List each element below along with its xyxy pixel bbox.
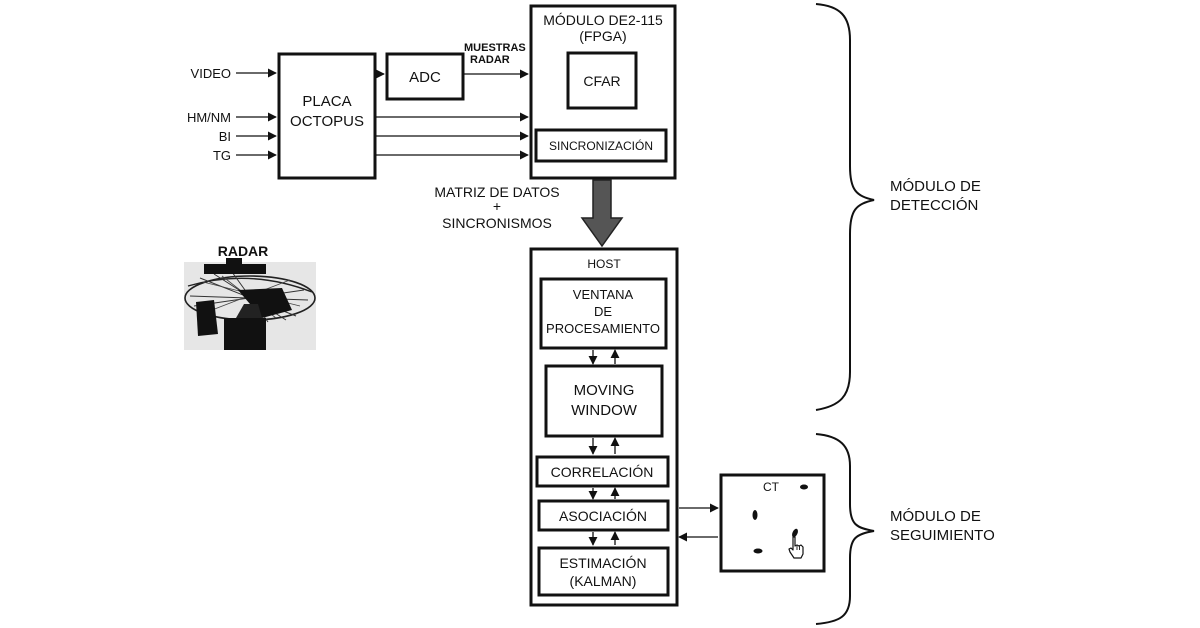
input-label-video: VIDEO	[191, 66, 231, 81]
seguimiento-brace	[815, 433, 875, 625]
asociacion-label: ASOCIACIÓN	[559, 508, 647, 524]
octopus-board-box	[277, 52, 377, 180]
ct-label: CT	[763, 480, 780, 494]
fpga-title-line2: (FPGA)	[579, 28, 626, 44]
sincronizacion-label: SINCRONIZACIÓN	[549, 138, 653, 153]
deteccion-brace	[815, 3, 875, 411]
track-blip-1	[800, 484, 808, 490]
octopus-label-line2: OCTOPUS	[290, 113, 364, 130]
input-label-bi: BI	[219, 129, 231, 144]
moving-label-line1: MOVING	[574, 382, 635, 399]
octopus-label-line1: PLACA	[302, 93, 351, 110]
moving-window-box	[544, 364, 664, 438]
transfer-label-line2: +	[493, 198, 501, 214]
ventana-procesamiento-box	[539, 277, 668, 350]
moving-label-line2: WINDOW	[571, 402, 638, 419]
fpga-title-line1: MÓDULO DE2-115	[543, 12, 663, 28]
cfar-label: CFAR	[583, 73, 620, 89]
track-blip-4	[792, 528, 798, 538]
input-label-hmnm: HM/NM	[187, 110, 231, 125]
adc-label: ADC	[409, 69, 441, 86]
estimacion-label-line2: (KALMAN)	[570, 573, 637, 589]
ventana-label-line1: VENTANA	[573, 287, 634, 302]
adc-box	[385, 52, 465, 101]
muestras-label-line1: MUESTRAS	[464, 42, 526, 54]
transfer-label-line1: MATRIZ DE DATOS	[434, 184, 559, 200]
radar-antenna-icon	[184, 258, 316, 350]
deteccion-label-line1: MÓDULO DE	[890, 178, 981, 195]
input-label-tg: TG	[213, 148, 231, 163]
sincronizacion-box	[534, 128, 668, 163]
cfar-box	[566, 51, 638, 110]
seguimiento-label-line1: MÓDULO DE	[890, 508, 981, 525]
asociacion-box	[537, 499, 670, 532]
hand-pointer-icon	[788, 536, 804, 559]
estimacion-label-line1: ESTIMACIÓN	[559, 555, 646, 571]
estimacion-box	[537, 546, 670, 597]
correlacion-label: CORRELACIÓN	[551, 464, 654, 480]
ventana-label-line2: DE	[594, 304, 612, 319]
deteccion-label-line2: DETECCIÓN	[890, 197, 978, 214]
track-blip-3	[753, 548, 763, 554]
seguimiento-label-line2: SEGUIMIENTO	[890, 527, 995, 544]
radar-label: RADAR	[218, 243, 269, 259]
data-transfer-arrow	[580, 179, 624, 248]
transfer-label-line3: SINCRONISMOS	[442, 215, 552, 231]
ct-display-box	[719, 473, 826, 573]
correlacion-box	[535, 455, 670, 488]
muestras-label-line2: RADAR	[470, 54, 510, 66]
track-blip-2	[752, 510, 758, 520]
host-title: HOST	[587, 257, 621, 271]
ventana-label-line3: PROCESAMIENTO	[546, 321, 660, 336]
